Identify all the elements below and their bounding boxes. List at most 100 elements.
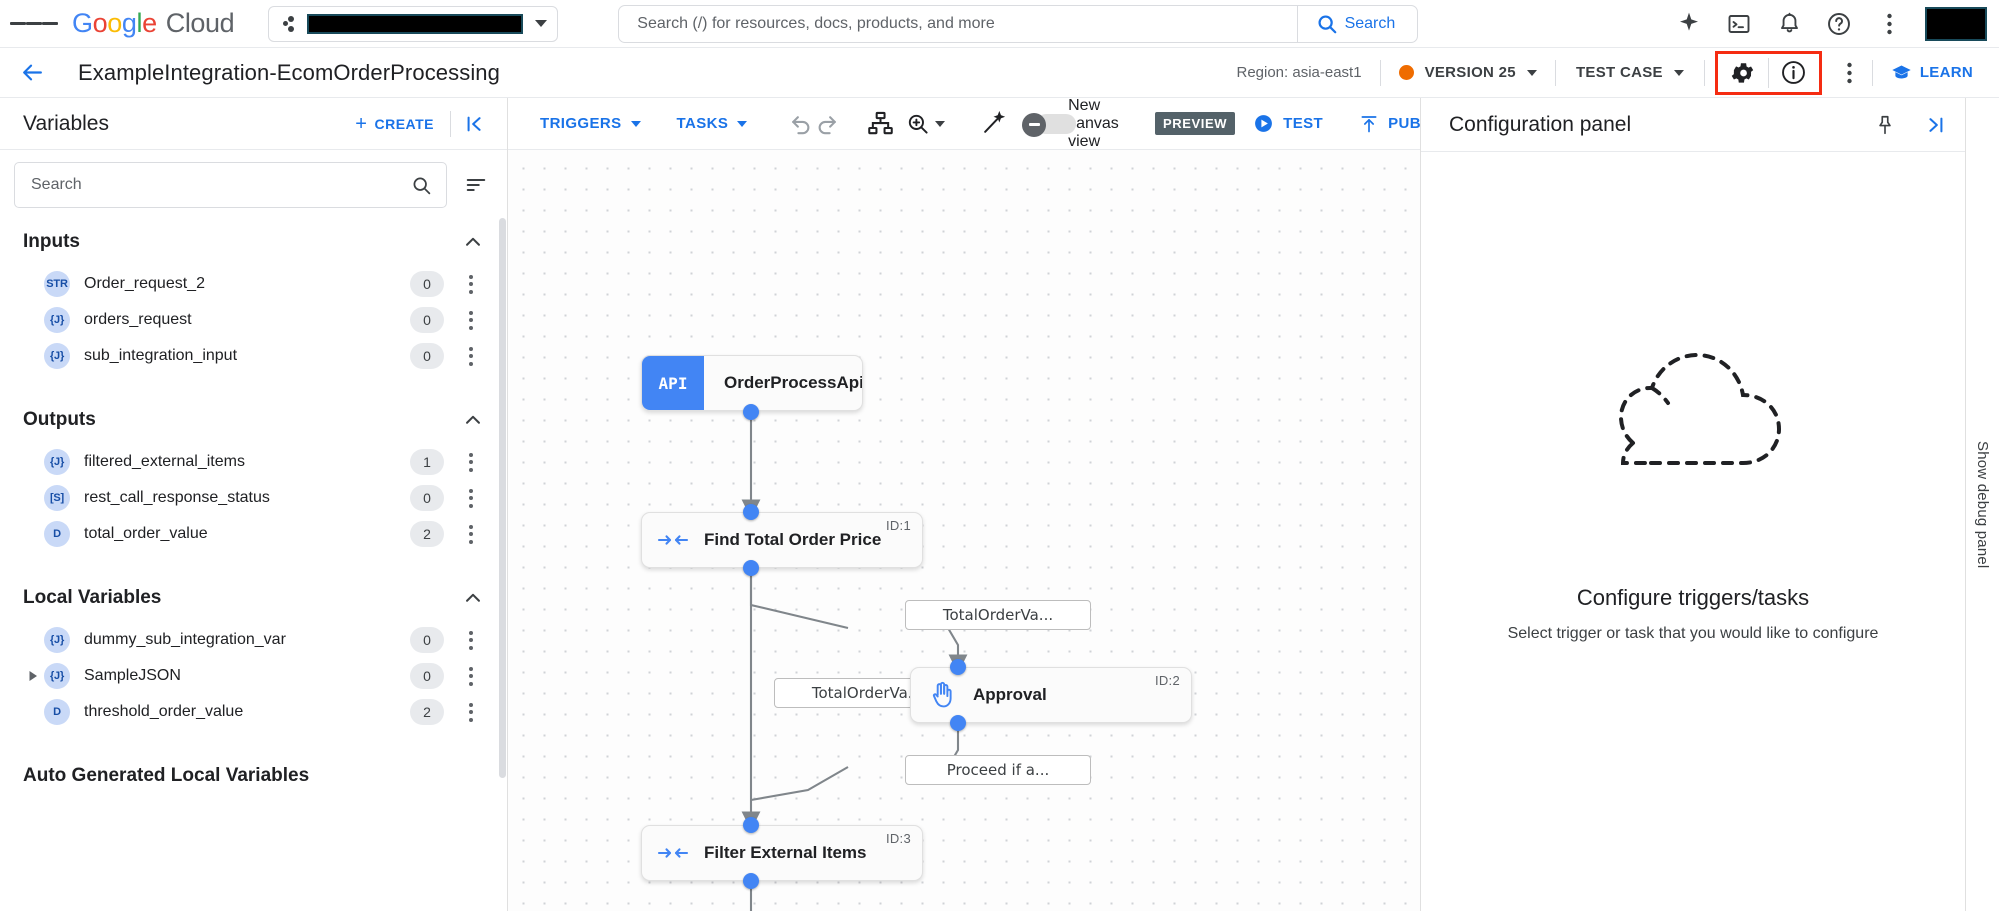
edge-label[interactable]: Proceed if a... [905, 755, 1091, 785]
triggers-menu[interactable]: TRIGGERS [522, 115, 659, 132]
group-title: Local Variables [23, 587, 162, 608]
more-vert-icon[interactable] [1867, 2, 1911, 46]
gemini-sparkle-icon[interactable] [1667, 2, 1711, 46]
zoom-control[interactable] [894, 112, 957, 136]
variable-name: total_order_value [84, 525, 208, 542]
variables-list[interactable]: Inputs STR Order_request_2 0 {J} orders_… [0, 218, 507, 911]
integration-canvas[interactable]: API OrderProcessApiTrigger Find Total Or… [508, 150, 1420, 911]
create-label: CREATE [374, 115, 434, 132]
new-canvas-view-toggle[interactable]: New canvas view PREVIEW [1022, 97, 1236, 151]
variable-name: filtered_external_items [84, 453, 245, 470]
sidebar-scrollbar[interactable] [499, 218, 506, 778]
node-input-port[interactable] [743, 817, 759, 833]
group-header-auto-generated[interactable]: Auto Generated Local Variables [0, 752, 507, 800]
node-output-port[interactable] [743, 560, 759, 576]
expand-arrow-icon[interactable] [22, 670, 44, 682]
variable-name: threshold_order_value [84, 703, 244, 720]
variable-count: 2 [410, 521, 444, 547]
node-output-port[interactable] [743, 873, 759, 889]
test-button[interactable]: TEST [1235, 113, 1341, 134]
expand-panel-icon[interactable] [1917, 107, 1953, 143]
variable-row[interactable]: D threshold_order_value 2 [0, 694, 507, 730]
redo-icon[interactable] [814, 102, 839, 146]
header-more-vert-icon[interactable] [1828, 51, 1872, 95]
variable-row[interactable]: {J} SampleJSON 0 [0, 658, 507, 694]
highlighted-action-group [1714, 50, 1822, 95]
variable-row[interactable]: {J} dummy_sub_integration_var 0 [0, 622, 507, 658]
sort-icon[interactable] [461, 170, 491, 200]
group-header-outputs[interactable]: Outputs [0, 396, 507, 444]
node-output-port[interactable] [743, 404, 759, 420]
variable-row[interactable]: {J} sub_integration_input 0 [0, 338, 507, 374]
variable-row[interactable]: [S] rest_call_response_status 0 [0, 480, 507, 516]
variable-type-badge: {J} [44, 627, 70, 653]
test-label: TEST [1283, 115, 1324, 132]
variable-name: sub_integration_input [84, 347, 238, 364]
create-variable-button[interactable]: + CREATE [341, 114, 448, 134]
info-circle-icon[interactable] [1769, 53, 1819, 93]
canvas-node-trigger[interactable]: API OrderProcessApiTrigger [641, 355, 863, 411]
canvas-node-approval[interactable]: Approval ID:2 [910, 667, 1192, 723]
variable-more-icon[interactable] [458, 630, 484, 650]
cloud-shell-icon[interactable] [1717, 2, 1761, 46]
avatar[interactable] [1925, 6, 1987, 41]
tasks-menu[interactable]: TASKS [659, 115, 766, 132]
variables-search-input[interactable] [31, 176, 411, 194]
edge-label[interactable]: TotalOrderVa... [905, 600, 1091, 630]
version-status-dot [1398, 65, 1414, 80]
variable-more-icon[interactable] [458, 666, 484, 686]
collapse-sidebar-icon[interactable] [453, 102, 497, 146]
learn-button[interactable]: LEARN [1873, 62, 1999, 83]
notifications-bell-icon[interactable] [1767, 2, 1811, 46]
node-input-port[interactable] [743, 504, 759, 520]
back-arrow-icon[interactable] [10, 51, 54, 95]
divider [1554, 59, 1556, 86]
variable-row[interactable]: STR Order_request_2 0 [0, 266, 507, 302]
project-selector[interactable] [268, 5, 559, 42]
variable-row[interactable]: {J} orders_request 0 [0, 302, 507, 338]
variable-row[interactable]: D total_order_value 2 [0, 516, 507, 552]
variable-more-icon[interactable] [458, 346, 484, 366]
variable-name: dummy_sub_integration_var [84, 631, 286, 648]
test-case-selector[interactable]: TEST CASE [1556, 64, 1704, 81]
canvas-node-filter-external-items[interactable]: Filter External Items ID:3 [641, 825, 923, 881]
variable-more-icon[interactable] [458, 488, 484, 508]
canvas-edges [741, 412, 968, 911]
project-dots-icon [283, 15, 299, 33]
undo-icon[interactable] [789, 102, 814, 146]
magic-wand-icon[interactable] [981, 102, 1006, 146]
canvas-node-find-total-order-price[interactable]: Find Total Order Price ID:1 [641, 512, 923, 568]
variables-search-row [0, 150, 507, 218]
search-button[interactable]: Search [1296, 5, 1418, 42]
show-debug-panel-rail[interactable]: Show debug panel [1965, 98, 1999, 911]
variable-count: 0 [410, 627, 444, 653]
data-mapping-icon [642, 529, 704, 551]
group-header-local-variables[interactable]: Local Variables [0, 574, 507, 622]
node-id: ID:2 [1154, 673, 1180, 688]
variable-count: 1 [410, 449, 444, 475]
data-mapping-icon [642, 842, 704, 864]
variable-more-icon[interactable] [458, 702, 484, 722]
version-selector[interactable]: VERSION 25 [1381, 64, 1555, 81]
node-input-port[interactable] [950, 659, 966, 675]
divider [1871, 59, 1873, 86]
search-input[interactable] [619, 5, 1297, 42]
group-header-inputs[interactable]: Inputs [0, 218, 507, 266]
node-label: Find Total Order Price [704, 530, 882, 549]
variable-more-icon[interactable] [458, 524, 484, 544]
variable-more-icon[interactable] [458, 274, 484, 294]
help-icon[interactable] [1817, 2, 1861, 46]
pin-icon[interactable] [1867, 107, 1903, 143]
auto-layout-icon[interactable] [867, 102, 894, 146]
divider [1703, 59, 1705, 86]
node-output-port[interactable] [950, 715, 966, 731]
gear-icon[interactable] [1718, 53, 1768, 93]
toggle-switch[interactable] [1022, 112, 1077, 137]
variable-type-badge: {J} [44, 449, 70, 475]
variable-row[interactable]: {J} filtered_external_items 1 [0, 444, 507, 480]
variable-more-icon[interactable] [458, 310, 484, 330]
hamburger-icon[interactable] [10, 0, 58, 48]
variable-more-icon[interactable] [458, 452, 484, 472]
